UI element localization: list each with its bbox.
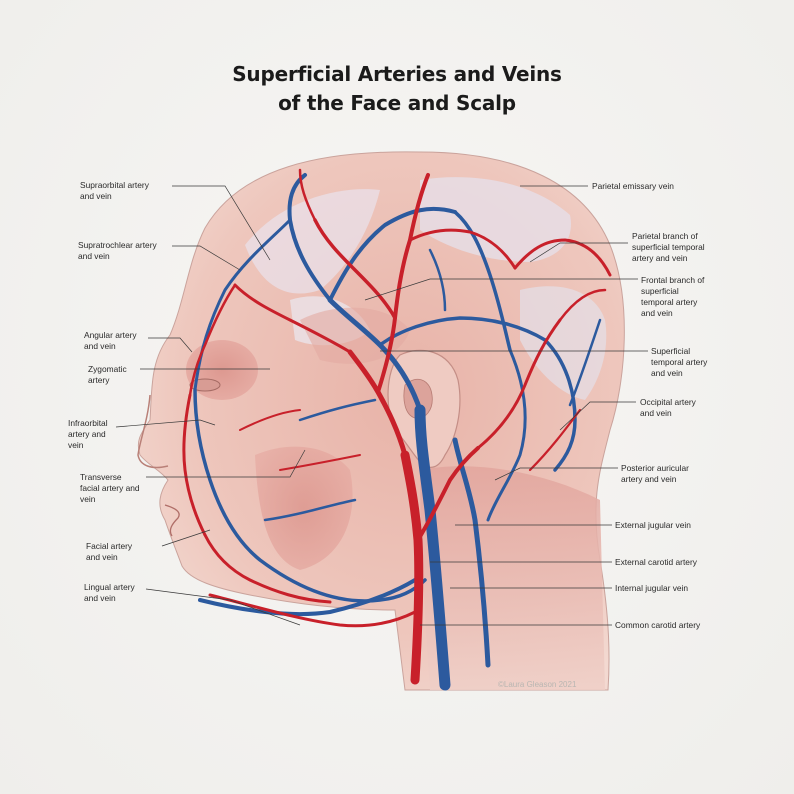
- left-leader-lines: [115, 185, 306, 626]
- label-superficial-temporal-artery-and-vein: Superficial temporal artery and vein: [651, 346, 708, 378]
- lips: [164, 504, 180, 537]
- label-external-carotid-artery: External carotid artery: [615, 557, 697, 567]
- skull-window-back: [520, 286, 607, 400]
- masseter-muscle: [255, 446, 353, 570]
- label-facial-artery-and-vein: Facial artery and vein: [86, 541, 133, 562]
- label-angular-artery-and-vein: Angular artery and vein: [84, 330, 137, 351]
- label-parietal-emissary-vein: Parietal emissary vein: [592, 181, 674, 191]
- label-zygomatic-artery: Zygomatic artery: [88, 364, 127, 385]
- label-posterior-auricular-artery-and-vein: Posterior auricular artery and vein: [621, 463, 689, 484]
- neck-muscles: [420, 466, 605, 690]
- label-internal-jugular-vein: Internal jugular vein: [615, 583, 689, 593]
- label-occipital-artery-and-vein: Occipital artery and vein: [640, 397, 696, 418]
- diagram-title-line-1: Superficial Arteries and Veins: [232, 62, 562, 86]
- label-common-carotid-artery: Common carotid artery: [615, 620, 701, 630]
- arteries: [182, 168, 612, 685]
- label-supraorbital-artery-and-vein: Supraorbital artery and vein: [80, 180, 149, 201]
- skull-window-top: [420, 177, 571, 262]
- label-infraorbital-artery-and-vein: Infraorbital artery and vein: [68, 418, 108, 450]
- artist-credit: ©Laura Gleason 2021: [498, 680, 577, 689]
- label-transverse-facial-artery-and-vein: Transverse facial artery and vein: [80, 472, 140, 504]
- right-leader-lines: [364, 185, 648, 626]
- label-supratrochlear-artery-and-vein: Supratrochlear artery and vein: [78, 240, 157, 261]
- label-parietal-branch-superficial-temporal: Parietal branch of superficial temporal …: [632, 231, 705, 263]
- label-lingual-artery-and-vein: Lingual artery and vein: [84, 582, 135, 603]
- label-external-jugular-vein: External jugular vein: [615, 520, 691, 530]
- nose: [137, 394, 169, 469]
- skull-window-front: [245, 189, 380, 294]
- label-frontal-branch-superficial-temporal: Frontal branch of superficial temporal a…: [641, 275, 705, 318]
- diagram-title-line-2: of the Face and Scalp: [278, 91, 516, 115]
